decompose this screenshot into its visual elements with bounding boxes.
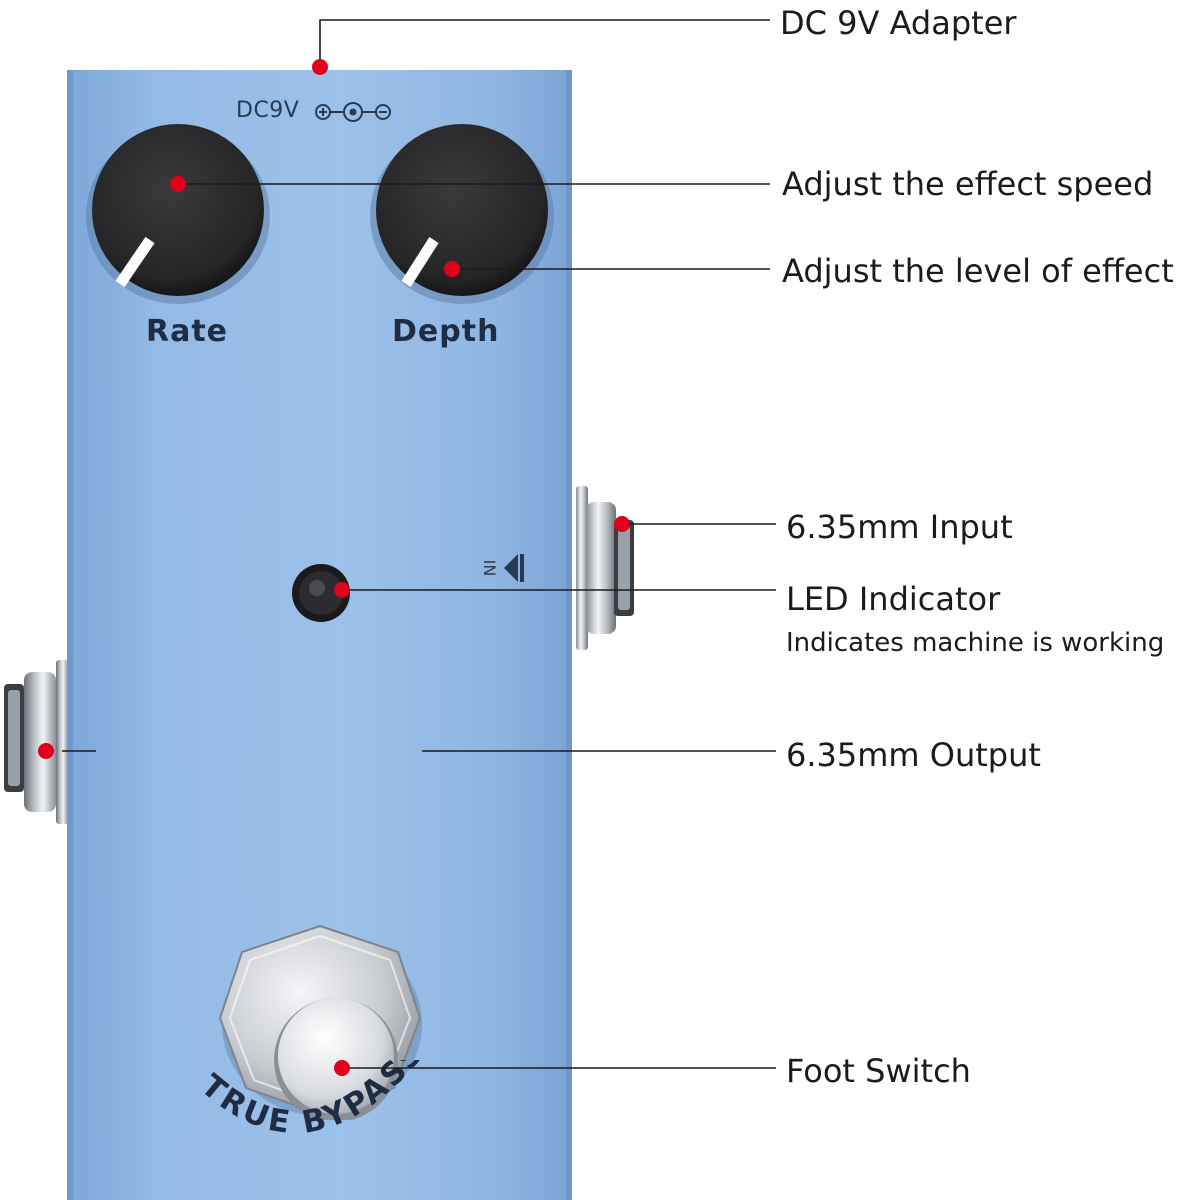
output-label: 6.35mm Output [786, 736, 1041, 774]
led-marker [334, 582, 350, 598]
depth-description: Adjust the level of effect [782, 252, 1174, 290]
input-direction-icon: IN [480, 554, 524, 582]
led-indicator [292, 564, 350, 622]
dc-label: DC9V [236, 98, 300, 123]
input-marker-text: IN [480, 560, 499, 577]
true-bypass-label: TRUE BYPASS [194, 1060, 429, 1141]
depth-knob[interactable] [362, 118, 562, 308]
pedal-right-edge [566, 70, 572, 1200]
input-label: 6.35mm Input [786, 508, 1013, 546]
foot-marker [334, 1060, 350, 1076]
foot-switch[interactable] [212, 922, 428, 1120]
rate-knob[interactable] [78, 118, 278, 308]
rate-knob-label: Rate [146, 314, 229, 349]
led-description: Indicates machine is working [786, 628, 1165, 658]
rate-marker [170, 176, 186, 192]
dc-marker [312, 59, 328, 75]
led-title: LED Indicator [786, 580, 1001, 618]
dc-leader-line [319, 19, 770, 66]
output-marker [38, 743, 54, 759]
foot-switch-label: Foot Switch [786, 1052, 971, 1090]
depth-marker [444, 261, 460, 277]
input-marker [614, 516, 630, 532]
dc-adapter-label: DC 9V Adapter [780, 4, 1017, 42]
input-jack[interactable] [574, 482, 644, 654]
rate-description: Adjust the effect speed [782, 165, 1154, 203]
depth-knob-label: Depth [392, 314, 500, 349]
pedal-left-edge [67, 70, 73, 1200]
output-jack[interactable] [0, 656, 70, 828]
polarity-icon [315, 102, 391, 122]
